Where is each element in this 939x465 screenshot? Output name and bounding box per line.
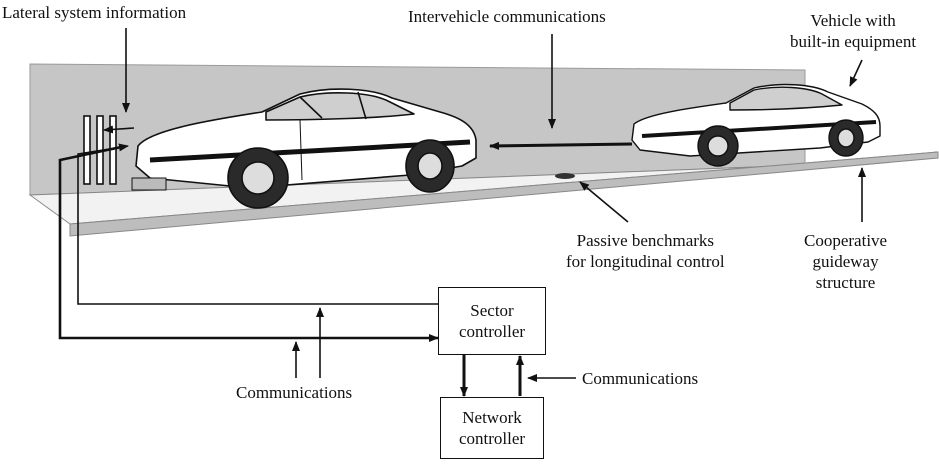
label-cooperative-guideway: Cooperative guideway structure xyxy=(804,231,888,292)
label-lateral-info: Lateral system information xyxy=(2,3,187,22)
passive-benchmark-marker xyxy=(555,173,575,179)
vehicle-rear xyxy=(631,83,881,167)
vehicle-front xyxy=(131,88,477,209)
label-vehicle-with-equipment: Vehicle with built-in equipment xyxy=(790,11,917,51)
label-passive-benchmarks: Passive benchmarks for longitudinal cont… xyxy=(566,231,725,271)
network-controller-label: Network controller xyxy=(458,408,526,448)
label-communications-right: Communications xyxy=(582,369,699,388)
sector-controller-label: Sector controller xyxy=(458,301,526,341)
network-controller-box: Network controller xyxy=(440,397,544,459)
label-communications-left: Communications xyxy=(236,383,353,402)
label-intervehicle: Intervehicle communications xyxy=(408,7,606,26)
connector-lines xyxy=(58,28,866,397)
guideway-road-edge xyxy=(69,151,939,237)
sector-controller-box: Sector controller xyxy=(438,287,546,355)
